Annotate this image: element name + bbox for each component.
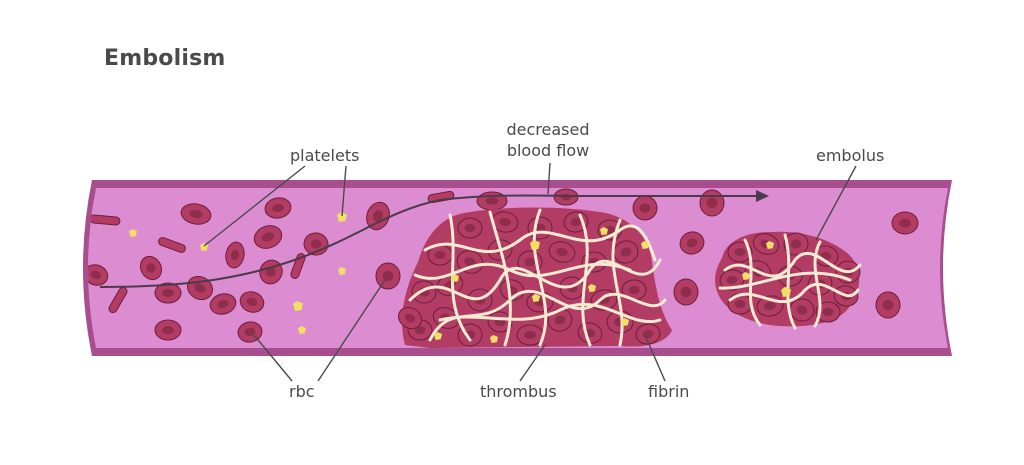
red-blood-cell — [366, 201, 390, 231]
platelet — [338, 267, 346, 275]
platelet — [530, 240, 540, 250]
label-thrombus: thrombus — [480, 382, 557, 401]
red-blood-cell — [154, 319, 182, 341]
red-blood-cell — [789, 298, 815, 322]
red-blood-cell — [621, 279, 647, 301]
fibrin-strand — [578, 213, 592, 347]
leader-platelets-1 — [203, 165, 306, 247]
red-blood-cell — [613, 240, 639, 264]
red-blood-cell — [259, 259, 283, 285]
blood-flow-arrow — [99, 194, 760, 288]
red-blood-cell — [264, 197, 292, 219]
red-blood-cell-side — [290, 253, 306, 279]
fibrin-strand — [488, 210, 512, 347]
red-blood-cell — [516, 324, 544, 346]
red-blood-cell — [727, 241, 753, 263]
red-blood-cell — [875, 291, 901, 319]
fibrin-strand — [532, 208, 548, 347]
platelet — [766, 241, 774, 249]
platelet — [490, 335, 498, 343]
leader-thrombus — [519, 344, 546, 382]
red-blood-cell — [632, 195, 658, 221]
red-blood-cell — [679, 231, 705, 255]
red-blood-cell — [553, 188, 579, 206]
label-flow-line2: blood flow — [506, 141, 590, 160]
diagram-title: Embolism — [104, 46, 226, 71]
platelet — [298, 326, 306, 334]
platelet — [742, 272, 750, 280]
fibrin-strand — [718, 271, 852, 290]
platelet — [293, 301, 303, 311]
red-blood-cell — [813, 245, 839, 267]
thrombus-mass — [397, 207, 672, 348]
platelet — [781, 287, 791, 297]
embolus-mass — [715, 231, 862, 330]
leader-fibrin — [644, 334, 666, 382]
red-blood-cell — [547, 308, 573, 332]
platelet — [434, 332, 442, 340]
platelet — [129, 229, 137, 237]
platelet — [621, 318, 629, 326]
red-blood-cell — [673, 278, 699, 306]
red-blood-cell — [699, 189, 725, 217]
red-blood-cell — [239, 291, 265, 313]
red-blood-cell — [154, 282, 182, 304]
red-blood-cell — [375, 262, 401, 290]
leader-rbc-1 — [253, 334, 293, 382]
leader-lines — [203, 162, 857, 382]
label-decreased-blood-flow: decreased blood flow — [488, 119, 608, 161]
red-blood-cell — [891, 211, 919, 235]
platelet — [600, 227, 608, 235]
red-blood-cell — [476, 191, 508, 211]
red-blood-cell — [548, 241, 576, 263]
red-blood-cell — [815, 301, 841, 323]
red-blood-cell — [88, 264, 109, 286]
label-flow-line1: decreased — [506, 120, 590, 139]
flow-arrowhead — [756, 190, 769, 202]
red-blood-cell — [209, 293, 237, 315]
label-platelets: platelets — [290, 146, 360, 165]
fibrin-strand — [611, 218, 624, 347]
leader-flow — [547, 162, 551, 195]
leader-rbc-2 — [317, 279, 386, 382]
platelet — [588, 284, 596, 292]
fibrin-strand — [723, 251, 862, 278]
fibrin-strand — [413, 262, 632, 280]
platelet — [337, 212, 347, 222]
label-rbc: rbc — [289, 382, 315, 401]
platelet — [532, 294, 540, 302]
label-fibrin: fibrin — [648, 382, 690, 401]
free-platelets — [129, 212, 347, 334]
label-embolus: embolus — [816, 146, 885, 165]
platelet — [641, 241, 649, 249]
red-blood-cell — [457, 217, 483, 239]
red-blood-cell — [225, 241, 245, 269]
red-blood-cell-side — [158, 237, 186, 253]
leader-platelets-2 — [341, 165, 347, 217]
red-blood-cell — [527, 216, 553, 240]
red-blood-cell-side — [108, 286, 128, 314]
red-blood-cell — [180, 203, 212, 225]
red-blood-cell — [456, 250, 484, 274]
red-blood-cell — [783, 232, 809, 256]
red-blood-cell — [719, 269, 745, 291]
fibrin-strand — [813, 240, 822, 328]
red-blood-cell — [397, 306, 423, 330]
red-blood-cell — [139, 255, 163, 281]
fibrin-strand — [438, 302, 662, 324]
platelet — [451, 274, 459, 282]
red-blood-cell — [253, 225, 283, 249]
free-red-blood-cells — [88, 188, 919, 343]
fibrin-strand — [423, 224, 657, 262]
fibrin-strand — [783, 233, 797, 330]
leader-embolus — [815, 165, 857, 241]
